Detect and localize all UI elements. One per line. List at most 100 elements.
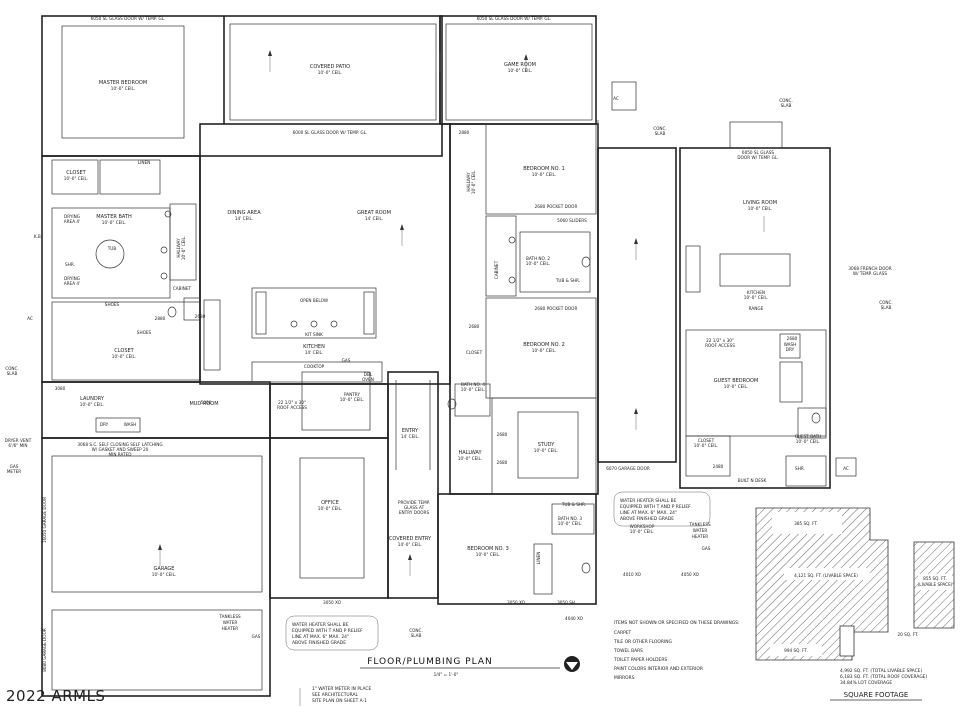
- sqft-total-livable: 4,992 SQ. FT. (TOTAL LIVABLE SPACE): [840, 668, 922, 674]
- ac-unit-1: AC: [27, 316, 33, 321]
- svg-text:PAINT COLORS INTERIOR AND EXTE: PAINT COLORS INTERIOR AND EXTERIOR: [614, 666, 703, 672]
- room-bedroom2-name: BEDROOM NO. 2: [523, 342, 565, 348]
- dim-7: 3050 SH: [557, 600, 575, 605]
- pocket-door-2: 2680 POCKET DOOR: [535, 306, 578, 311]
- room-bath4-name: BATH NO. 4: [461, 382, 485, 387]
- dryer-vent-a: DRYER VENT: [5, 438, 32, 443]
- room-bedroom3-ceil: 10'-0" CEIL.: [476, 552, 500, 557]
- dim-16: 4040 XO: [565, 616, 584, 621]
- conc-slab-1-a: CONC.: [5, 366, 19, 371]
- garage-door-note-b: W/ GASKET AND SWEEP 20: [92, 447, 149, 452]
- conc-slab-3-b: SLAB: [781, 103, 792, 108]
- room-built-n-desk: BUILT N DESK: [738, 478, 767, 483]
- roof-access-2-a: 22 1/2" x 30": [706, 338, 734, 343]
- room-covered-entry-name: COVERED ENTRY: [389, 536, 432, 542]
- roof-access-2-b: ROOF ACCESS: [705, 343, 735, 348]
- room-bedroom2-ceil: 10'-0" CEIL.: [532, 348, 556, 353]
- conc-slab-5-b: SLAB: [411, 633, 422, 638]
- room-kitchen-name: KITCHEN: [303, 344, 325, 350]
- plumbing-fixtures: [160, 210, 821, 574]
- provide-temp-b: GLASS AT: [404, 505, 425, 510]
- dim-10: 2680: [469, 324, 480, 329]
- sqft-garage: 994 SQ. FT.: [784, 648, 808, 653]
- room-dining-ceil: 14' CEIL.: [235, 216, 253, 221]
- svg-text:TOILET PAPER HOLDERS: TOILET PAPER HOLDERS: [613, 657, 667, 663]
- room-game-room-name: GAME ROOM: [504, 62, 536, 68]
- room-laundry-name: LAUNDRY: [80, 396, 105, 402]
- tankless-1-a: TANKLESS: [218, 614, 241, 619]
- room-covered-patio-ceil: 10'-0" CEIL.: [318, 70, 342, 75]
- provide-temp-c: ENTRY DOORS: [399, 510, 430, 515]
- conc-slab-1-b: SLAB: [7, 371, 18, 376]
- plan-scale: 1/4" = 1'-0": [434, 672, 459, 677]
- conc-slab-2-b: SLAB: [655, 131, 666, 136]
- svg-text:1" WATER METER IN PLACE: 1" WATER METER IN PLACE: [312, 686, 372, 692]
- door-notes: 6050 SL GLASS DOOR W/ TEMP. GL. 6050 SL …: [5, 16, 893, 639]
- conc-slab-3-a: CONC.: [779, 98, 793, 103]
- conc-slab-5-a: CONC.: [409, 628, 423, 633]
- room-drying2-b: AREA 4': [64, 281, 80, 286]
- room-garage-ceil: 10'-0" CEIL.: [152, 572, 176, 577]
- room-guest-bedroom-ceil: 10'-0" CEIL.: [724, 384, 748, 389]
- room-guest-closet-ceil: 10'-0" CEIL.: [694, 443, 718, 448]
- svg-text:SITE PLAN ON SHEET A-1: SITE PLAN ON SHEET A-1: [312, 698, 367, 704]
- room-covered-patio-name: COVERED PATIO: [310, 64, 350, 70]
- room-dbl-oven-b: OVEN: [362, 377, 374, 382]
- room-laundry-ceil: 10'-0" CEIL.: [80, 402, 104, 407]
- direction-arrows: [158, 50, 765, 576]
- room-hallway3-name: HALLWAY: [458, 450, 482, 456]
- copyright-watermark: 2022 ARMLS: [6, 687, 106, 705]
- tub-shr-bath2: TUB & SHR.: [555, 278, 580, 283]
- room-bath3-name: BATH NO. 3: [558, 516, 582, 521]
- svg-text:ITEMS NOT SHOWN OR SPECIFIED O: ITEMS NOT SHOWN OR SPECIFIED ON THESE DR…: [614, 620, 739, 626]
- room-closet-hall-name: CLOSET: [466, 350, 483, 355]
- items-not-shown-notes: ITEMS NOT SHOWN OR SPECIFIED ON THESE DR…: [613, 620, 739, 681]
- room-garage-name: GARAGE: [154, 566, 175, 572]
- slider-master-label: 6050 SL GLASS DOOR W/ TEMP. GL.: [91, 16, 166, 21]
- sliders-label: 5060 SLIDERS: [557, 218, 587, 223]
- room-linen: LINEN: [138, 160, 150, 165]
- room-office-name: OFFICE: [321, 500, 339, 506]
- room-bedroom1-name: BEDROOM NO. 1: [523, 166, 565, 172]
- sqft-total-roof: 6,183 SQ. FT. (TOTAL ROOF COVERAGE): [840, 674, 928, 680]
- svg-text:ABOVE FINISHED GRADE: ABOVE FINISHED GRADE: [292, 640, 346, 646]
- water-heater-note-2: WATER HEATER SHALL BE EQUIPPED WITH T AN…: [613, 491, 711, 527]
- svg-text:LINE AT MAX. 6" MAX. 24": LINE AT MAX. 6" MAX. 24": [292, 634, 349, 640]
- svg-text:SEE ARCHITECTURAL: SEE ARCHITECTURAL: [312, 692, 359, 698]
- room-kitchen-ceil: 14' CEIL.: [305, 350, 323, 355]
- water-meter-note: 1" WATER METER IN PLACE SEE ARCHITECTURA…: [299, 686, 372, 706]
- svg-text:LINE AT MAX. 6" MAX. 24": LINE AT MAX. 6" MAX. 24": [620, 510, 677, 516]
- ac-unit-3: AC: [843, 466, 849, 471]
- dim-15: 3050 XO: [507, 600, 526, 605]
- room-range: RANGE: [749, 306, 764, 311]
- dimension-tags: 2880 2680 3050 XO 4010 XO 5060 3080 3050…: [55, 130, 798, 621]
- sqft-entry: 20 SQ. FT.: [897, 632, 918, 637]
- room-hallway2-name: HALLWAY: [176, 238, 181, 258]
- room-mud-room: MUD ROOM: [189, 401, 218, 407]
- gas-meter-a: GAS: [10, 464, 19, 469]
- room-guest-bedroom-name: GUEST BEDROOM: [714, 378, 759, 384]
- room-pantry-ceil: 10'-0" CEIL.: [340, 397, 364, 402]
- cabinet-bath2-label: CABINET: [494, 260, 499, 279]
- garage-door-note-c: MIN RATED: [108, 452, 131, 457]
- tankless-1-c: HEATER: [222, 626, 239, 631]
- room-cooktop: COOKTOP: [304, 364, 325, 369]
- sqft-livable-guest-a: 855 SQ. FT.: [923, 576, 947, 581]
- plan-title-block: FLOOR/PLUMBING PLAN 1/4" = 1'-0": [360, 656, 580, 677]
- wash-label: WASH: [124, 422, 137, 427]
- tankless-2-c: HEATER: [692, 534, 709, 539]
- dim-6: 3080: [55, 386, 66, 391]
- provide-temp-a: PROVIDE TEMP.: [398, 500, 430, 505]
- dim-4: 4010 XO: [623, 572, 642, 577]
- garage-door-3-label: 6070 GARAGE DOOR: [606, 466, 650, 471]
- vertical-labels: HALLWAY 10'-0" CEIL. HALLWAY 10'-0" CEIL…: [42, 170, 541, 672]
- svg-text:MIRRORS: MIRRORS: [614, 675, 635, 681]
- room-closet-master-ceil: 10'-0" CEIL.: [112, 354, 136, 359]
- slider-game-label: 6050 SL GLASS DOOR W/ TEMP. GL.: [477, 16, 552, 21]
- dim-2: 2680: [195, 314, 206, 319]
- water-heater-note-1: WATER HEATER SHALL BE EQUIPPED WITH T AN…: [285, 615, 379, 651]
- svg-text:ABOVE FINISHED GRADE: ABOVE FINISHED GRADE: [620, 516, 674, 522]
- room-labels: MASTER BEDROOM 10'-0" CEIL. COVERED PATI…: [27, 62, 849, 577]
- dim-8: 4050 XO: [681, 572, 700, 577]
